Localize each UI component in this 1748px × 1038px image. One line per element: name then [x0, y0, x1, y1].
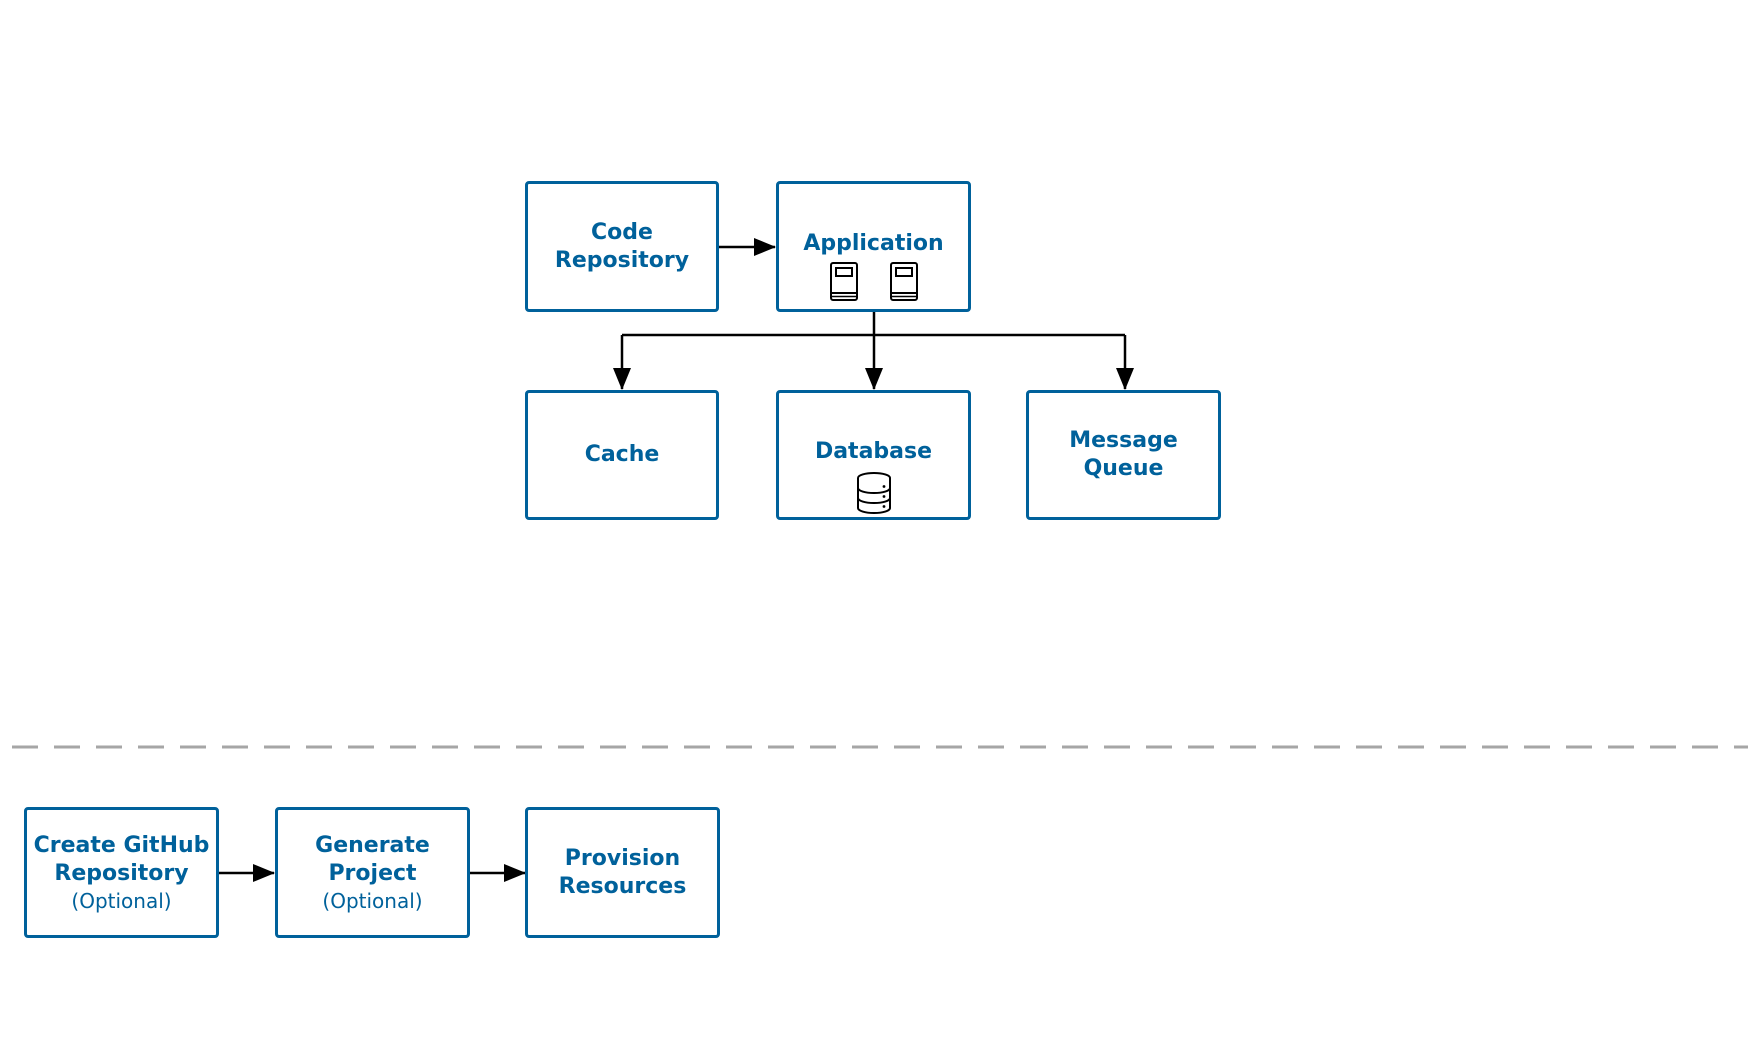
- node-message-queue-label-line1: Message: [1069, 428, 1178, 453]
- node-generate-project-note: (Optional): [322, 888, 423, 913]
- node-create-repo-label-line1: Create GitHub: [33, 832, 210, 858]
- node-create-repo-label-line2: Repository: [54, 860, 189, 886]
- server-icon: [829, 262, 859, 302]
- database-icon: [855, 472, 893, 514]
- node-generate-project: Generate Project (Optional): [275, 807, 470, 938]
- node-database: Database: [776, 390, 971, 520]
- node-cache-label: Cache: [584, 442, 660, 467]
- node-code-repository-label-line2: Repository: [554, 247, 690, 273]
- connector-application-fanout: [622, 310, 1125, 337]
- server-icon: [889, 262, 919, 302]
- node-create-repo-note: (Optional): [71, 888, 172, 913]
- node-create-github-repository: Create GitHub Repository (Optional): [24, 807, 219, 938]
- node-code-repository-label-line1: Code: [591, 219, 653, 245]
- node-application-label: Application: [803, 231, 944, 256]
- node-application: Application: [776, 181, 971, 312]
- node-generate-project-label-line2: Project: [328, 860, 417, 886]
- node-provision-resources-label-line2: Resources: [558, 873, 687, 899]
- node-provision-resources-label-line1: Provision: [564, 845, 681, 871]
- node-code-repository: Code Repository: [525, 181, 719, 312]
- node-cache: Cache: [525, 390, 719, 520]
- node-database-label: Database: [814, 439, 933, 464]
- node-message-queue: Message Queue: [1026, 390, 1221, 520]
- node-generate-project-label-line1: Generate: [315, 832, 430, 858]
- node-provision-resources: Provision Resources: [525, 807, 720, 938]
- node-message-queue-label-line2: Queue: [1083, 456, 1164, 481]
